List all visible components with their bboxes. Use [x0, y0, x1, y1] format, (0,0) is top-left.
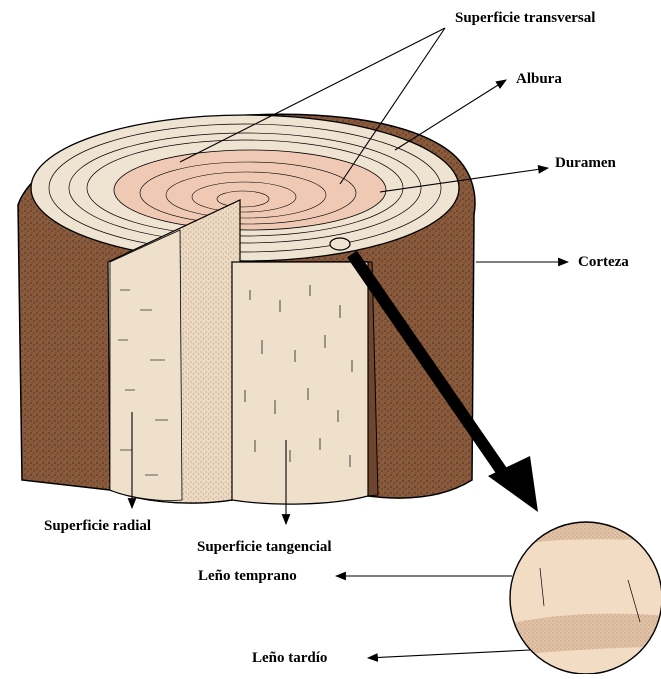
magnified-section — [508, 520, 661, 674]
heartwood-region — [114, 150, 386, 230]
label-duramen: Duramen — [555, 156, 616, 171]
label-leno-tardio: Leño tardío — [252, 651, 327, 666]
label-superficie-transversal: Superficie transversal — [455, 11, 595, 26]
label-superficie-tangencial: Superficie tangencial — [197, 540, 332, 555]
label-albura: Albura — [516, 72, 562, 87]
label-corteza: Corteza — [578, 255, 629, 270]
label-leno-temprano: Leño temprano — [198, 569, 297, 584]
label-superficie-radial: Superficie radial — [44, 519, 151, 534]
tangential-surface — [232, 262, 368, 504]
